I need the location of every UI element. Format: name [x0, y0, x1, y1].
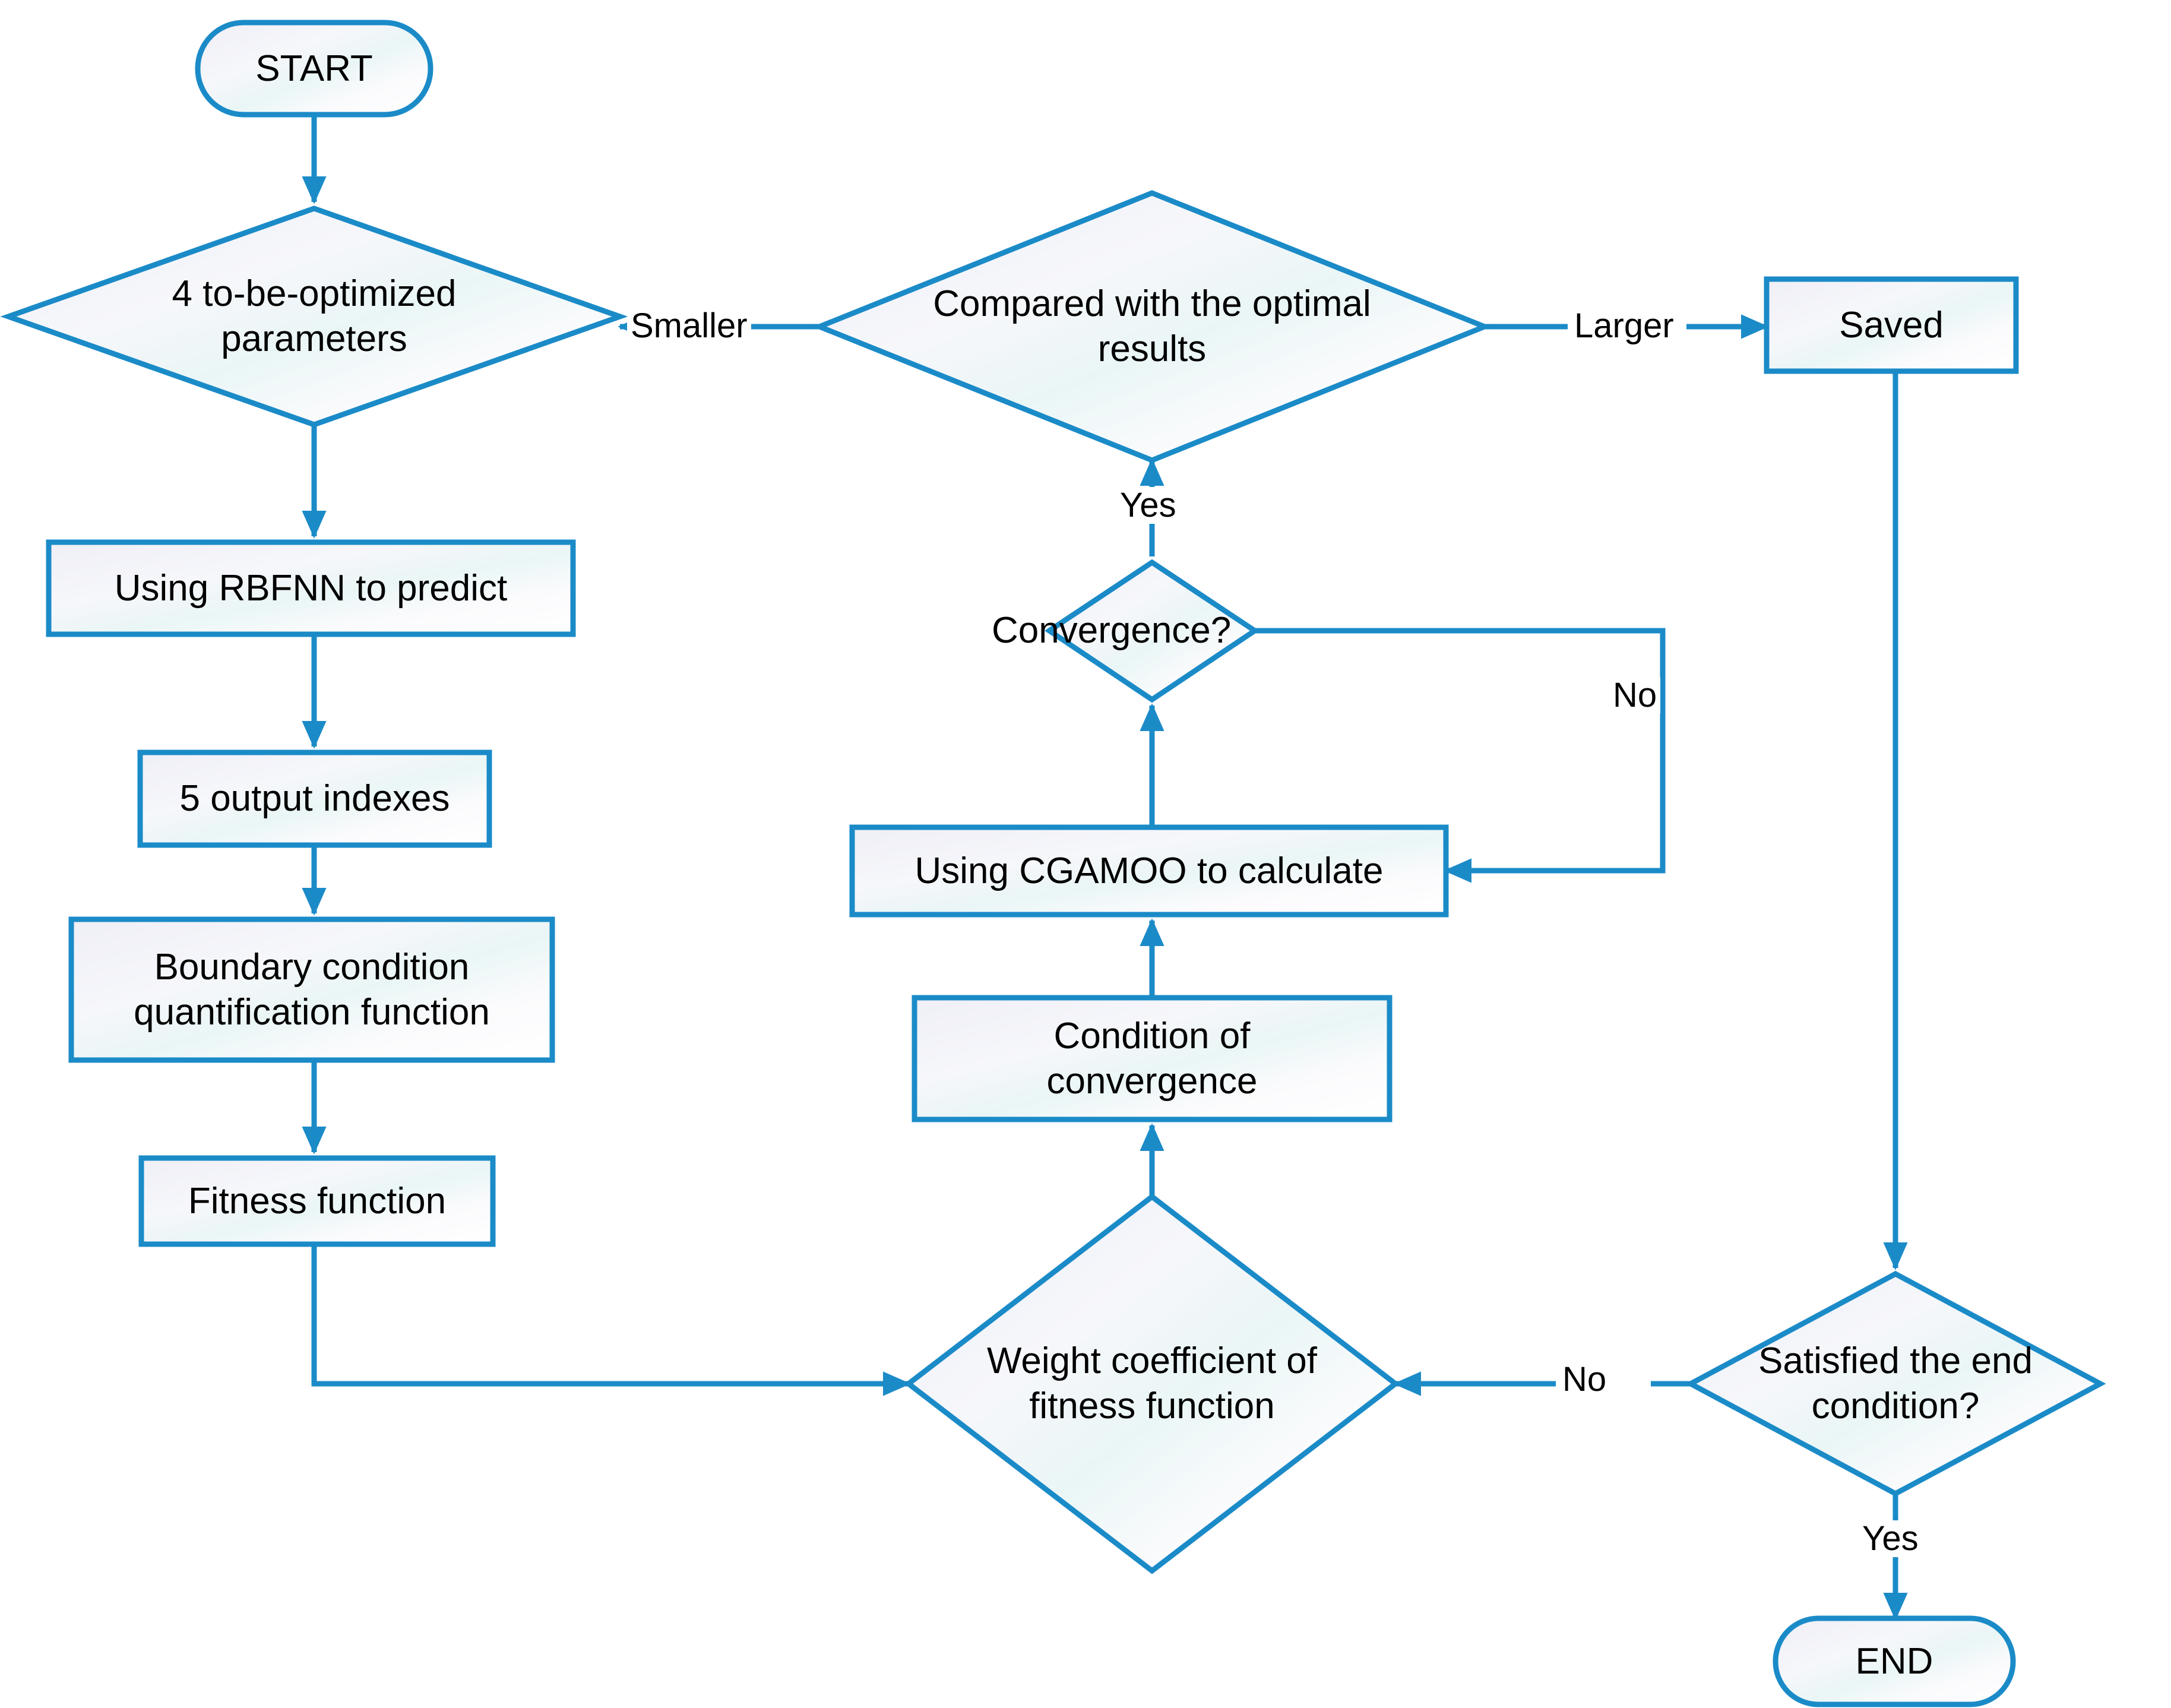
edge-label-satisfied-no: No — [1559, 1361, 1610, 1398]
shape-fitness — [138, 1155, 496, 1247]
shape-compared — [812, 190, 1492, 463]
shape-weight — [904, 1193, 1400, 1574]
edge-label-larger: Larger — [1571, 308, 1678, 344]
shape-indexes — [137, 749, 492, 848]
shape-params — [0, 205, 628, 428]
shape-rbfnn — [46, 539, 576, 637]
edge-label-smaller: Smaller — [627, 308, 751, 344]
shape-condition-of-convergence — [912, 995, 1393, 1122]
edge-label-satisfied-yes: Yes — [1859, 1520, 1922, 1557]
shape-end — [1773, 1615, 2016, 1707]
edge-convergence-no-loop — [1255, 628, 1666, 883]
shape-boundary — [68, 916, 555, 1063]
edge-fitness-to-weight — [311, 1244, 911, 1396]
shape-start — [195, 20, 433, 118]
shape-cgamoo — [849, 824, 1449, 918]
shape-satisfied — [1685, 1270, 2106, 1497]
edge-label-convergence-yes: Yes — [1116, 487, 1180, 524]
edge-label-convergence-no: No — [1609, 677, 1661, 714]
shape-convergence — [1044, 559, 1260, 703]
shape-saved — [1764, 276, 2019, 374]
